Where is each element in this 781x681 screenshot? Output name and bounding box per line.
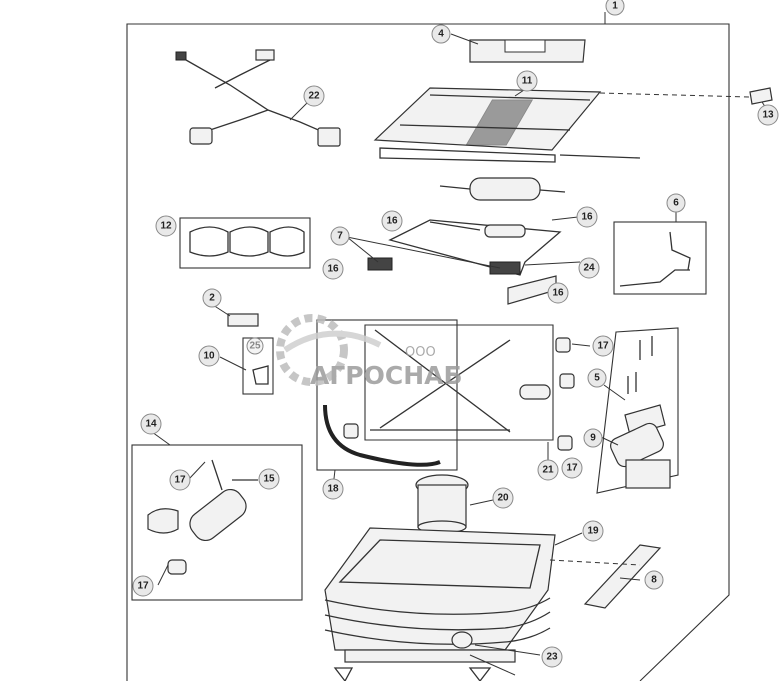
- callout-20: 20: [492, 487, 514, 509]
- callout-14: 14: [140, 413, 162, 435]
- svg-text:23: 23: [546, 652, 558, 663]
- callout-8: 8: [644, 570, 664, 590]
- part-bracket-box: [219, 337, 274, 395]
- svg-text:6: 6: [673, 198, 679, 209]
- callout-23: 23: [541, 646, 563, 668]
- svg-text:15: 15: [263, 474, 275, 485]
- callout-19: 19: [582, 520, 604, 542]
- callout-16-b: 16: [576, 206, 598, 228]
- svg-text:1: 1: [612, 1, 618, 12]
- svg-text:7: 7: [337, 231, 343, 242]
- callout-24: 24: [578, 257, 600, 279]
- callout-6: 6: [666, 193, 686, 213]
- watermark-logo: ООО АГРОСНАБ: [276, 314, 463, 390]
- watermark-brand-text: АГРОСНАБ: [310, 361, 463, 390]
- callout-15: 15: [258, 468, 280, 490]
- svg-text:14: 14: [145, 419, 157, 430]
- svg-text:16: 16: [581, 212, 593, 223]
- svg-text:16: 16: [327, 264, 339, 275]
- svg-text:2: 2: [209, 293, 215, 304]
- part-top-plate: [450, 33, 586, 63]
- svg-text:9: 9: [590, 433, 596, 444]
- part-air-spring: [415, 474, 494, 534]
- svg-text:21: 21: [542, 465, 554, 476]
- callout-21: 21: [537, 459, 559, 481]
- callout-17-c: 17: [169, 469, 191, 491]
- callout-25: 25: [246, 337, 264, 355]
- part-cushions-box: [179, 217, 311, 269]
- part-connector: [212, 304, 259, 327]
- svg-text:13: 13: [762, 110, 774, 121]
- svg-text:24: 24: [583, 263, 595, 274]
- svg-text:17: 17: [174, 475, 186, 486]
- callout-16-a: 16: [381, 210, 403, 232]
- part-cylinder-box: [131, 431, 303, 601]
- svg-text:19: 19: [587, 526, 599, 537]
- svg-text:10: 10: [203, 351, 215, 362]
- part-air-hose: [316, 319, 458, 488]
- svg-text:17: 17: [566, 463, 578, 474]
- watermark-small-text: ООО: [405, 345, 436, 360]
- svg-text:11: 11: [522, 76, 533, 87]
- svg-text:16: 16: [552, 288, 564, 299]
- svg-text:18: 18: [327, 484, 339, 495]
- callout-17-b: 17: [561, 457, 583, 479]
- callout-4: 4: [431, 24, 451, 44]
- svg-text:20: 20: [497, 493, 509, 504]
- callout-17-a: 17: [592, 335, 614, 357]
- callout-16-d: 16: [547, 282, 569, 304]
- callout-10: 10: [198, 345, 220, 367]
- svg-text:5: 5: [594, 373, 600, 384]
- callout-16-c: 16: [322, 258, 344, 280]
- svg-text:16: 16: [386, 216, 398, 227]
- svg-text:25: 25: [249, 341, 261, 352]
- part-shock-absorber-assembly: [346, 177, 581, 305]
- part-wiring-harness: [175, 49, 341, 147]
- svg-text:22: 22: [308, 91, 320, 102]
- callout-13: 13: [757, 104, 779, 126]
- callout-7: 7: [330, 226, 350, 246]
- part-bellows: [324, 527, 583, 681]
- part-strip: [549, 544, 662, 609]
- svg-text:17: 17: [597, 341, 609, 352]
- callout-12: 12: [155, 215, 177, 237]
- callout-1: 1: [605, 0, 625, 16]
- main-frame: [126, 23, 730, 681]
- svg-text:4: 4: [438, 29, 444, 40]
- svg-text:12: 12: [160, 221, 172, 232]
- callout-18: 18: [322, 478, 344, 500]
- svg-text:17: 17: [137, 581, 149, 592]
- callout-5: 5: [587, 368, 607, 388]
- callout-22: 22: [303, 85, 325, 107]
- part-hinge-box: [596, 327, 679, 494]
- part-lever-box: [613, 210, 707, 295]
- callout-11: 11: [516, 70, 538, 92]
- callout-17-d: 17: [132, 575, 154, 597]
- svg-text:8: 8: [651, 575, 657, 586]
- callout-2: 2: [202, 288, 222, 308]
- part-upper-frame: [373, 87, 751, 163]
- callout-9: 9: [583, 428, 603, 448]
- part-scissor-frame: [343, 324, 591, 460]
